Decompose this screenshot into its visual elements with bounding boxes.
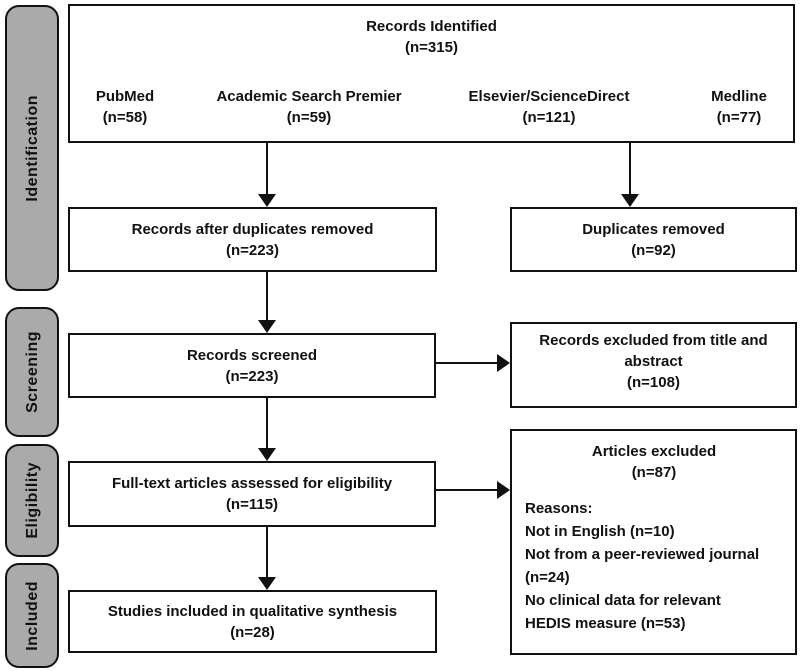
stage-label-identification: Identification [5, 5, 59, 291]
exclusion-reason-item: Not from a peer-reviewed journal (n=24) [525, 546, 760, 586]
exclusion-reasons-heading: Reasons: [525, 500, 593, 517]
fulltext-assessed-label: Full-text articles assessed for eligibil… [111, 475, 393, 492]
source-elsevier-sciencedirect-name: Elsevier/ScienceDirect [468, 88, 630, 105]
source-elsevier-sciencedirect-count: (n=121) [522, 109, 576, 126]
connector-screened-to-fulltext [266, 398, 268, 449]
duplicates-removed-box: Duplicates removed (n=92) [510, 207, 797, 272]
records-after-duplicates-label: Records after duplicates removed [131, 220, 374, 238]
stage-label-included: Included [5, 563, 59, 668]
connector-after-duplicates-to-screened [266, 272, 268, 321]
studies-included-box: Studies included in qualitative synthesi… [68, 590, 437, 653]
arrow-right-icon [497, 354, 510, 372]
records-screened-box: Records screened (n=223) [68, 333, 436, 398]
records-identified-label: Records Identified [366, 18, 497, 35]
source-medline-name: Medline [711, 88, 767, 105]
records-screened-count: (n=223) [225, 367, 279, 385]
records-after-duplicates-count: (n=223) [226, 241, 279, 259]
stage-label-screening: Screening [5, 307, 59, 437]
source-pubmed: PubMed (n=58) [72, 86, 178, 128]
articles-excluded-label: Articles excluded [591, 443, 717, 460]
records-identified-title: Records Identified (n=315) [70, 6, 793, 58]
arrow-right-icon [497, 481, 510, 499]
exclusion-reasons-list: Reasons: Not in English (n=10) Not from … [525, 497, 761, 635]
arrow-down-icon [258, 320, 276, 333]
records-excluded-title-abstract-box: Records excluded from title and abstract… [510, 322, 797, 408]
source-medline-count: (n=77) [716, 109, 762, 126]
records-screened-label: Records screened [186, 346, 318, 364]
arrow-down-icon [621, 194, 639, 207]
stage-label-eligibility-text: Eligibility [23, 462, 41, 539]
duplicates-removed-label: Duplicates removed [582, 220, 725, 238]
source-elsevier-sciencedirect: Elsevier/ScienceDirect (n=121) [449, 86, 649, 128]
stage-label-screening-text: Screening [23, 331, 41, 413]
connector-fulltext-to-articles-excluded [436, 489, 498, 491]
connector-identified-to-after-duplicates [266, 143, 268, 195]
exclusion-reason-item: Not in English (n=10) [525, 523, 675, 540]
duplicates-removed-count: (n=92) [631, 241, 676, 259]
source-medline: Medline (n=77) [669, 86, 800, 128]
source-academic-search-premier-name: Academic Search Premier [216, 88, 402, 105]
records-identified-box: Records Identified (n=315) PubMed (n=58)… [68, 4, 795, 143]
connector-identified-to-duplicates-removed [629, 143, 631, 195]
fulltext-assessed-count: (n=115) [225, 496, 279, 513]
fulltext-assessed-box: Full-text articles assessed for eligibil… [68, 461, 436, 527]
arrow-down-icon [258, 194, 276, 207]
studies-included-count: (n=28) [230, 623, 275, 641]
source-pubmed-count: (n=58) [102, 109, 148, 126]
records-after-duplicates-box: Records after duplicates removed (n=223) [68, 207, 437, 272]
source-academic-search-premier-count: (n=59) [286, 109, 332, 126]
connector-fulltext-to-included [266, 527, 268, 578]
arrow-down-icon [258, 577, 276, 590]
records-excluded-title-abstract-count: (n=108) [627, 374, 680, 391]
arrow-down-icon [258, 448, 276, 461]
source-databases-row: PubMed (n=58) Academic Search Premier (n… [72, 86, 795, 136]
exclusion-reason-item: No clinical data for relevant HEDIS meas… [525, 592, 721, 632]
stage-label-included-text: Included [23, 580, 41, 651]
source-pubmed-name: PubMed [95, 88, 155, 105]
records-excluded-title-abstract-label: Records excluded from title and abstract [539, 332, 768, 370]
stage-label-eligibility: Eligibility [5, 444, 59, 557]
studies-included-label: Studies included in qualitative synthesi… [107, 602, 398, 620]
articles-excluded-count: (n=87) [631, 464, 677, 481]
connector-screened-to-excluded [436, 362, 498, 364]
records-identified-count: (n=315) [405, 39, 458, 56]
stage-label-identification-text: Identification [23, 94, 41, 202]
articles-excluded-box: Articles excluded (n=87) Reasons: Not in… [510, 429, 797, 655]
source-academic-search-premier: Academic Search Premier (n=59) [209, 86, 409, 128]
